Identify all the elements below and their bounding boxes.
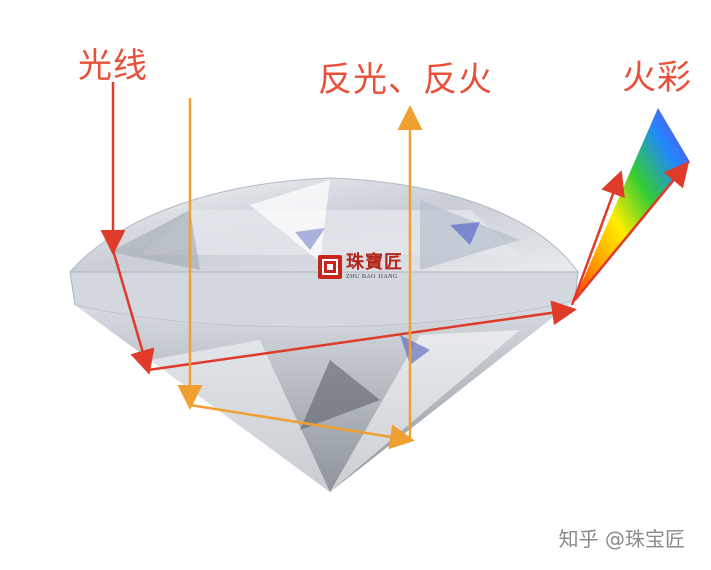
label-dispersion: 火彩 [622,58,692,98]
pavilion-facet [330,330,520,492]
watermark: 知乎 @珠宝匠 [558,527,685,551]
crown-facet [295,228,325,250]
logo-name-en: ZHU BAO JIANG [346,274,398,280]
crown-facet [110,210,200,270]
dispersion-ray-right [574,161,690,301]
diamond-girdle [69,271,579,328]
crown-facet [450,222,480,245]
brand-logo: 珠寶匠 ZHU BAO JIANG [318,254,403,280]
pavilion-facet [400,335,430,365]
label-reflection: 反光、反火 [318,60,493,100]
dispersion-rainbow [572,108,690,305]
light-ray-refracted [111,249,155,375]
pavilion-facet [150,340,330,492]
reflect-ray-bottom [189,403,415,450]
pavilion-facet [300,360,380,430]
light-ray-internal [147,300,577,372]
logo-name-cn: 珠寶匠 [346,252,403,273]
dispersion-ray-upper [570,170,625,306]
logo-text: 珠寶匠 ZHU BAO JIANG [346,252,403,281]
label-light: 光线 [78,46,148,86]
logo-seal-icon [318,255,342,279]
